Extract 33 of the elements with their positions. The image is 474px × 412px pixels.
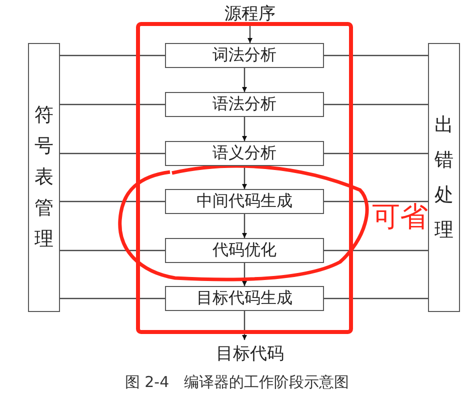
connector-line: [60, 152, 165, 154]
io-text: 目标代码: [205, 340, 295, 366]
connector-line: [60, 298, 165, 300]
io-text: 源程序: [215, 1, 285, 25]
connector-line: [324, 54, 428, 56]
connector-line: [60, 104, 165, 106]
connector-line: [60, 54, 165, 56]
connector-line: [324, 298, 428, 300]
arrow: [242, 214, 247, 238]
process-box: 词法分析: [165, 43, 324, 68]
process-box: 代码优化: [165, 238, 324, 263]
connector-line: [324, 250, 428, 252]
arrow: [242, 117, 247, 141]
connector-line: [324, 152, 428, 154]
process-box: 目标代码生成: [165, 286, 324, 311]
side-box: [28, 43, 60, 312]
process-box: 语义分析: [165, 141, 324, 166]
connector-line: [60, 200, 165, 202]
arrow: [242, 311, 247, 340]
process-box: 中间代码生成: [165, 189, 324, 214]
arrow: [248, 25, 252, 43]
connector-line: [324, 200, 428, 202]
connector-line: [324, 104, 428, 106]
arrow: [242, 68, 247, 92]
process-box: 语法分析: [165, 92, 324, 117]
box-label: 出错处理: [434, 112, 454, 242]
box-label: 符号表管理: [34, 103, 54, 252]
arrow: [242, 263, 247, 286]
connector-line: [60, 250, 165, 252]
arrow: [242, 166, 247, 189]
caption: 图 2-4 编译器的工作阶段示意图: [124, 373, 350, 391]
side-box: [428, 43, 460, 312]
annotation-text: 可省: [372, 200, 428, 234]
